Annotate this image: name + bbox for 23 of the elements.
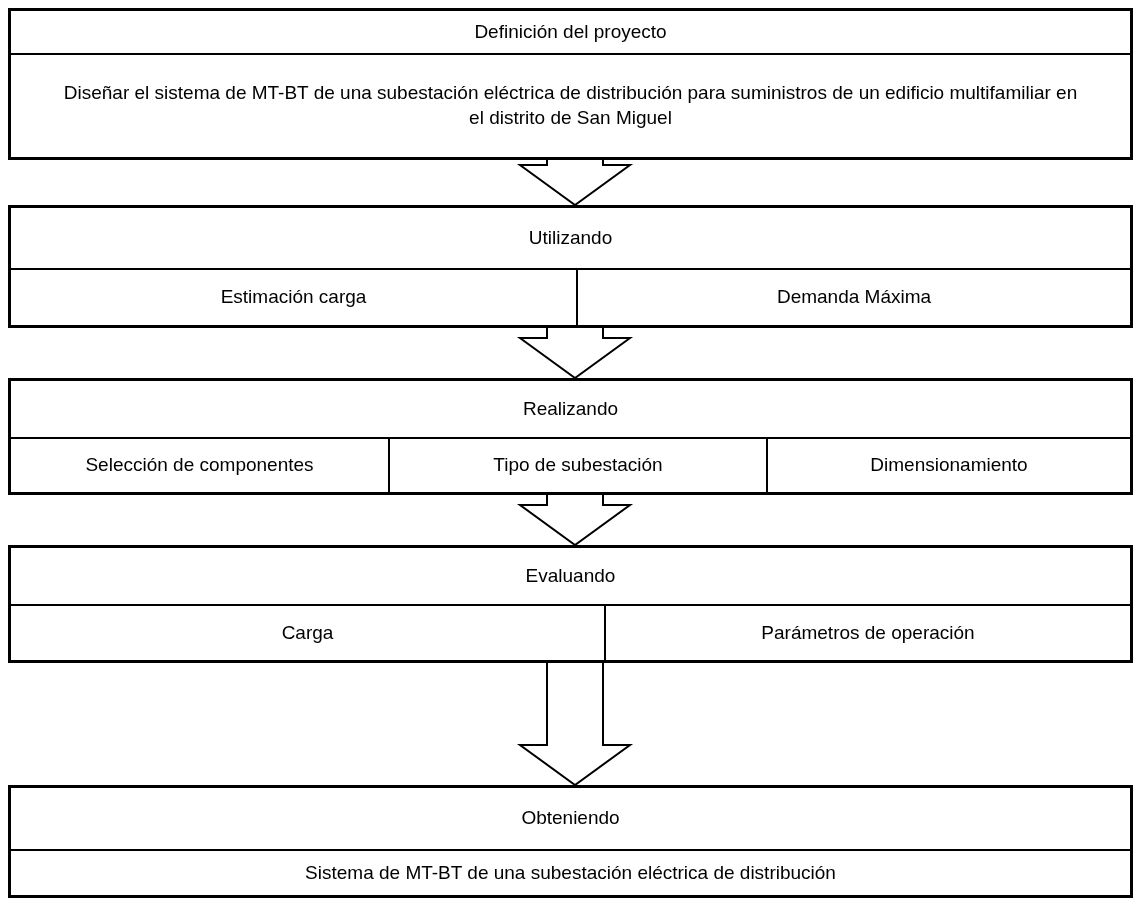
stage-panel <box>8 378 1133 495</box>
table-cell: Selección de componentes <box>10 438 389 493</box>
table-cell: Carga <box>10 605 605 661</box>
table-cell: Dimensionamiento <box>767 438 1131 493</box>
table-cell: Diseñar el sistema de MT-BT de una subestación eléctrica de distribución para suministros de un edificio multifamiliar en el distrito de San Miguel <box>10 54 1131 158</box>
table-cell: Tipo de subestación <box>389 438 767 493</box>
table-cell: Estimación carga <box>10 269 577 326</box>
block-arrow <box>516 662 634 787</box>
table-cell: Utilizando <box>10 207 1131 269</box>
block-arrow <box>516 494 634 547</box>
stage-panel <box>8 785 1133 898</box>
block-arrow <box>516 327 634 380</box>
table-cell: Sistema de MT-BT de una subestación eléctrica de distribución <box>10 850 1131 896</box>
block-arrow <box>516 159 634 207</box>
table-cell: Realizando <box>10 380 1131 438</box>
stage-panel <box>8 545 1133 663</box>
table-cell: Parámetros de operación <box>605 605 1131 661</box>
stage-panel <box>8 205 1133 328</box>
table-cell: Definición del proyecto <box>10 10 1131 54</box>
table-cell: Obteniendo <box>10 787 1131 850</box>
table-cell: Evaluando <box>10 547 1131 605</box>
stage-panel <box>8 8 1133 160</box>
table-cell: Demanda Máxima <box>577 269 1131 326</box>
